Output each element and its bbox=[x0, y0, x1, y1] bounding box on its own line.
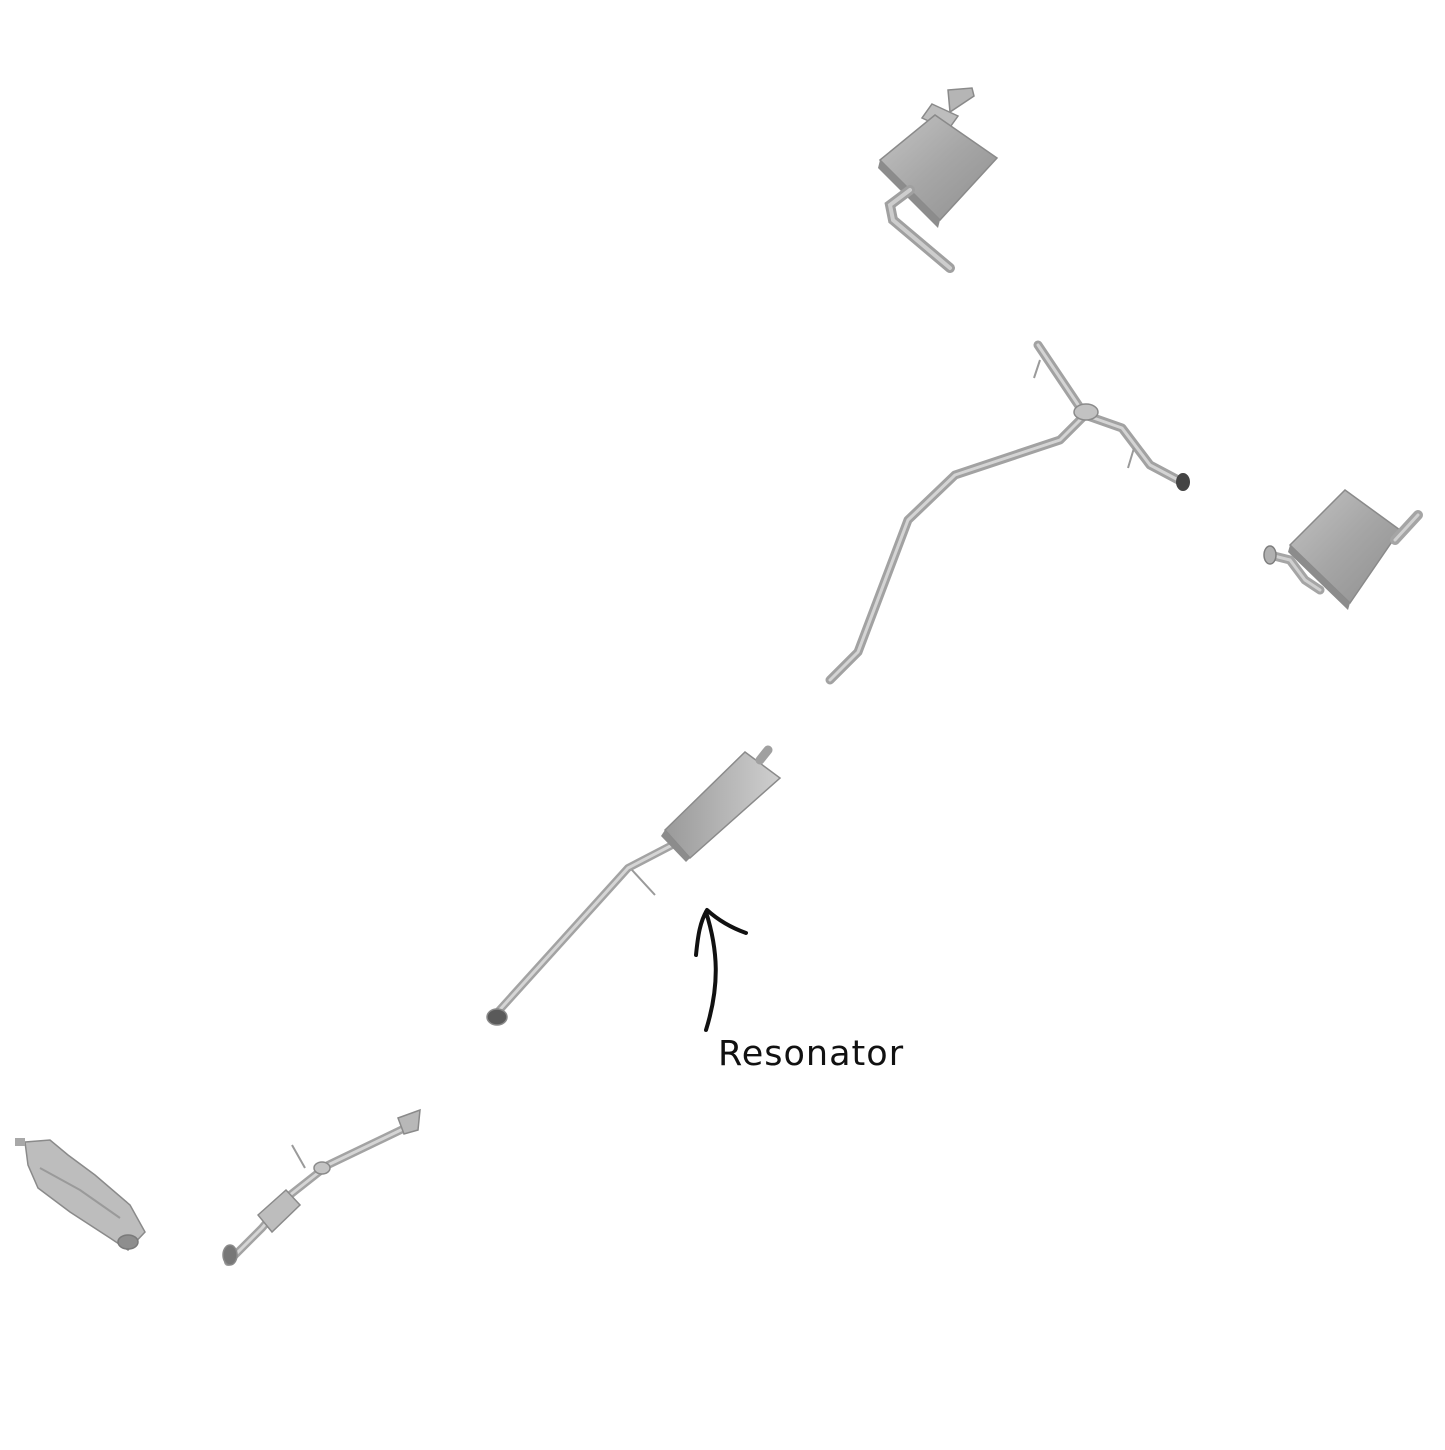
exhaust-manifold-catalytic-converter bbox=[15, 1138, 146, 1251]
resonator-pipe bbox=[486, 745, 782, 1026]
resonator-label: Resonator bbox=[718, 1034, 905, 1074]
y-pipe bbox=[825, 340, 1190, 685]
right-rear-muffler bbox=[1263, 489, 1423, 610]
resonator-arrow bbox=[694, 908, 748, 1032]
left-rear-muffler bbox=[878, 87, 999, 273]
front-pipe-with-catalytic-converter bbox=[222, 1108, 421, 1266]
